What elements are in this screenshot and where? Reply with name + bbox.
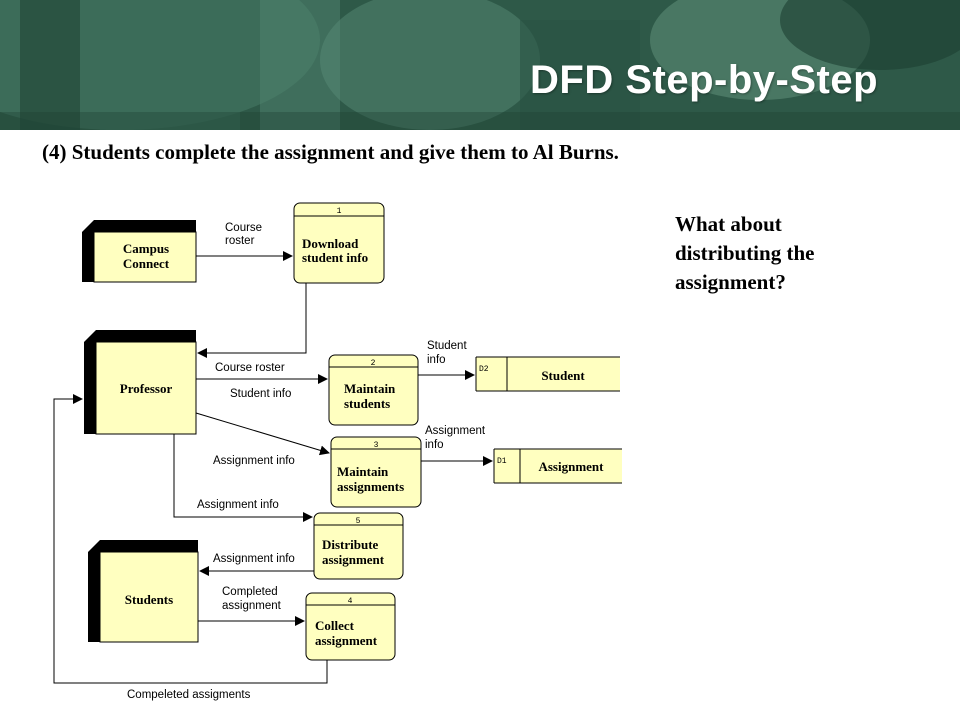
students-label: Students <box>125 592 173 607</box>
process-3-line-1: Maintain <box>337 464 389 479</box>
flow-label-assignment-info-3: Assignment info <box>213 553 295 565</box>
process-3-line-2: assignments <box>337 479 404 494</box>
process-4-line-1: Collect <box>315 618 355 633</box>
flow-professor-to-p5: Assignment info <box>173 434 313 522</box>
flow-p4-to-professor: Compeleted assigments <box>53 394 328 701</box>
process-4-collect-assignment: 4 Collect assignment <box>305 592 396 661</box>
process-2-id: 2 <box>371 359 376 368</box>
flow-label-student-info-store-b: info <box>427 354 446 366</box>
process-4-line-2: assignment <box>315 633 378 648</box>
flow-p5-to-students: Assignment info <box>199 553 314 576</box>
flow-professor-to-p2: Student info <box>196 374 328 400</box>
campus-label-1: Campus <box>123 241 169 256</box>
data-store-d2-student: D2 Student <box>475 356 620 392</box>
banner-cityscape-image <box>0 0 960 130</box>
flow-label-course-roster-2: Course roster <box>215 362 285 374</box>
store-d2-name: Student <box>541 368 585 383</box>
process-2-line-1: Maintain <box>344 381 396 396</box>
process-2-maintain-students: 2 Maintain students <box>328 354 419 426</box>
flow-students-to-p4: Completed assignment <box>198 586 305 626</box>
header-banner: DFD Step-by-Step <box>0 0 960 130</box>
professor-label: Professor <box>120 381 173 396</box>
process-3-maintain-assignments: 3 Maintain assignments <box>330 436 422 508</box>
flow-label-student-info: Student info <box>230 388 291 400</box>
side-note: What about distributing the assignment? <box>675 210 895 297</box>
campus-label-2: Connect <box>123 256 170 271</box>
flow-label-course-roster-1b: roster <box>225 235 255 247</box>
flow-campus-to-p1: Course roster <box>196 222 293 261</box>
process-5-distribute-assignment: 5 Distribute assignment <box>313 512 404 580</box>
process-3-id: 3 <box>374 441 379 450</box>
process-5-line-2: assignment <box>322 552 385 567</box>
flow-label-student-info-store-a: Student <box>427 340 467 352</box>
flow-label-course-roster-1a: Course <box>225 222 262 234</box>
note-line-3: assignment? <box>675 270 786 294</box>
entity-students: Students <box>88 540 199 643</box>
slide-subtitle: (4) Students complete the assignment and… <box>42 140 619 164</box>
process-1-download-student-info: 1 Download student info <box>293 202 385 284</box>
flow-label-assignment-info-2: Assignment info <box>197 499 279 511</box>
entity-professor: Professor <box>84 330 197 435</box>
slide-title: DFD Step-by-Step <box>530 58 878 102</box>
flow-p1-to-professor: Course roster <box>197 283 307 374</box>
store-d2-id: D2 <box>479 365 489 374</box>
flow-p3-to-d1: Assignment info <box>421 425 493 466</box>
process-5-id: 5 <box>356 517 361 526</box>
flow-p2-to-d2: Student info <box>418 340 475 380</box>
note-line-2: distributing the <box>675 241 815 265</box>
flow-label-assignment-info-1: Assignment info <box>213 455 295 467</box>
process-5-line-1: Distribute <box>322 537 379 552</box>
flow-label-compeleted-assigments: Compeleted assigments <box>127 689 251 701</box>
flow-label-assignment-info-store-b: info <box>425 439 444 451</box>
store-d1-name: Assignment <box>538 459 604 474</box>
flow-label-completed-assignment-b: assignment <box>222 600 282 612</box>
data-store-d1-assignment: D1 Assignment <box>493 448 622 484</box>
flow-label-assignment-info-store-a: Assignment <box>425 425 486 437</box>
store-d1-id: D1 <box>497 457 507 466</box>
process-1-id: 1 <box>337 207 342 216</box>
flow-professor-to-p3: Assignment info <box>195 412 330 467</box>
entity-campus-connect: Campus Connect <box>82 220 197 283</box>
process-2-line-2: students <box>344 396 390 411</box>
process-4-id: 4 <box>348 597 353 606</box>
note-line-1: What about <box>675 212 782 236</box>
process-1-line-1: Download <box>302 236 359 251</box>
flow-label-completed-assignment-a: Completed <box>222 586 278 598</box>
process-1-line-2: student info <box>302 250 368 265</box>
